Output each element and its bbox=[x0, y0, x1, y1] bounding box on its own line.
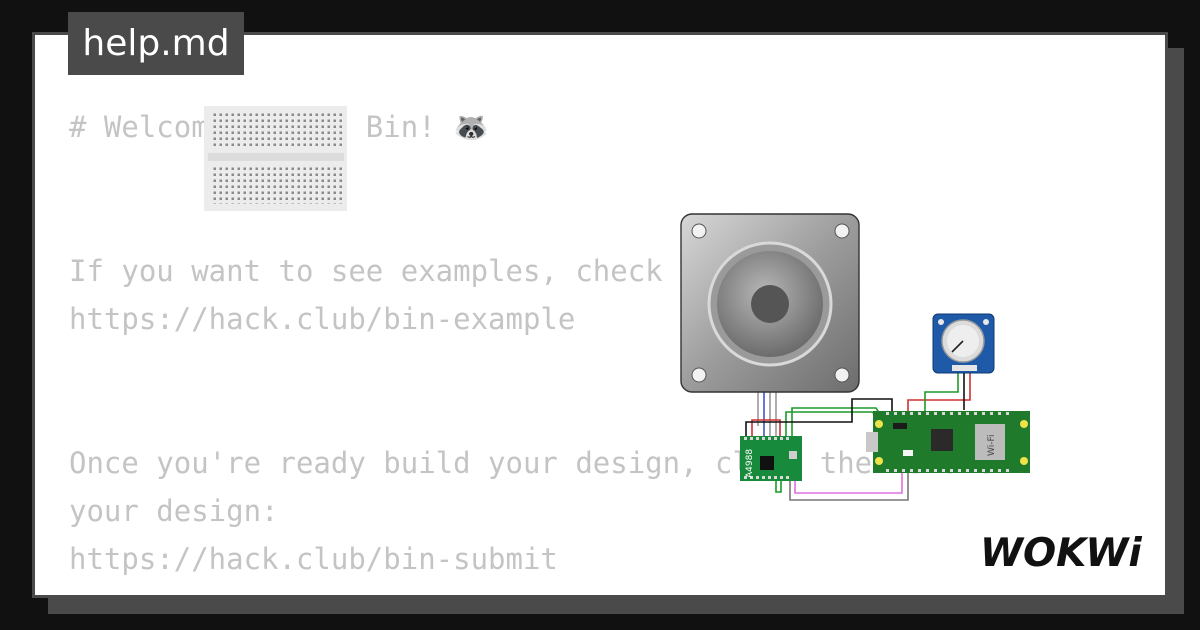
potentiometer[interactable] bbox=[932, 313, 995, 374]
file-tab[interactable]: help.md bbox=[68, 12, 244, 75]
raspberry-pi-pico-w[interactable]: Wi-Fi bbox=[866, 411, 1030, 473]
markdown-link[interactable]: https://hack.club/bin-example bbox=[69, 302, 576, 336]
markdown-text-line: your design: bbox=[69, 494, 279, 528]
wokwi-logo: WOKWi bbox=[980, 531, 1142, 576]
pico-wifi-label: Wi-Fi bbox=[987, 435, 997, 456]
breadboard-mini[interactable] bbox=[204, 106, 347, 211]
driver-label: A4988 bbox=[745, 449, 755, 478]
stepper-motor[interactable] bbox=[680, 213, 860, 393]
a4988-driver[interactable]: A4988 bbox=[740, 436, 802, 481]
markdown-link[interactable]: https://hack.club/bin-submit bbox=[69, 542, 558, 576]
wokwi-logo-text: WOKWi bbox=[980, 531, 1142, 576]
